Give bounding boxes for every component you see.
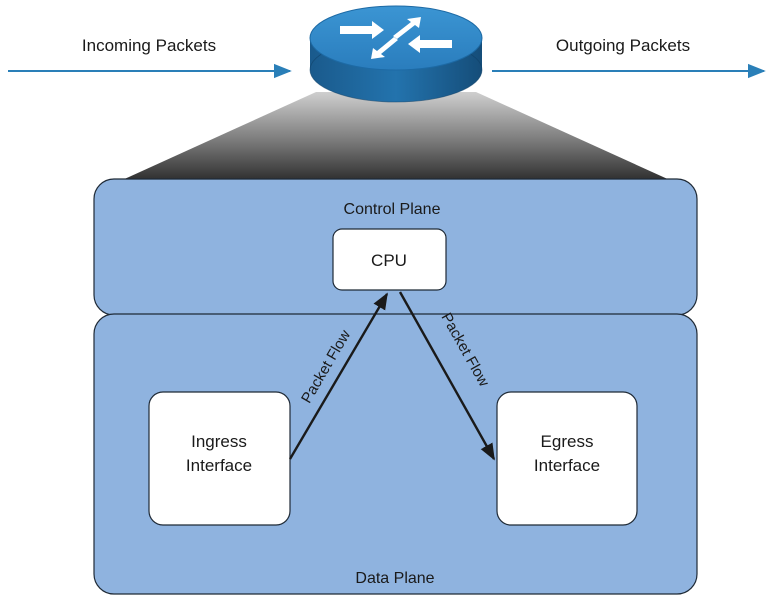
control-plane-label: Control Plane bbox=[344, 201, 441, 218]
cpu-label: CPU bbox=[371, 251, 407, 270]
outgoing-packets-label: Outgoing Packets bbox=[556, 36, 690, 55]
router-icon bbox=[309, 5, 483, 103]
cpu-box bbox=[332, 228, 447, 291]
egress-interface-box bbox=[496, 391, 638, 526]
ingress-label-line1: Ingress bbox=[191, 432, 247, 451]
packet-flow-arrow-up bbox=[288, 292, 389, 460]
packet-flow-arrow-down bbox=[398, 291, 496, 461]
egress-label-line1: Egress bbox=[541, 432, 594, 451]
router-funnel bbox=[120, 92, 672, 181]
egress-label-line2: Interface bbox=[534, 456, 600, 475]
incoming-packets-label: Incoming Packets bbox=[82, 36, 216, 55]
data-plane-label: Data Plane bbox=[355, 570, 434, 587]
ingress-label-line2: Interface bbox=[186, 456, 252, 475]
